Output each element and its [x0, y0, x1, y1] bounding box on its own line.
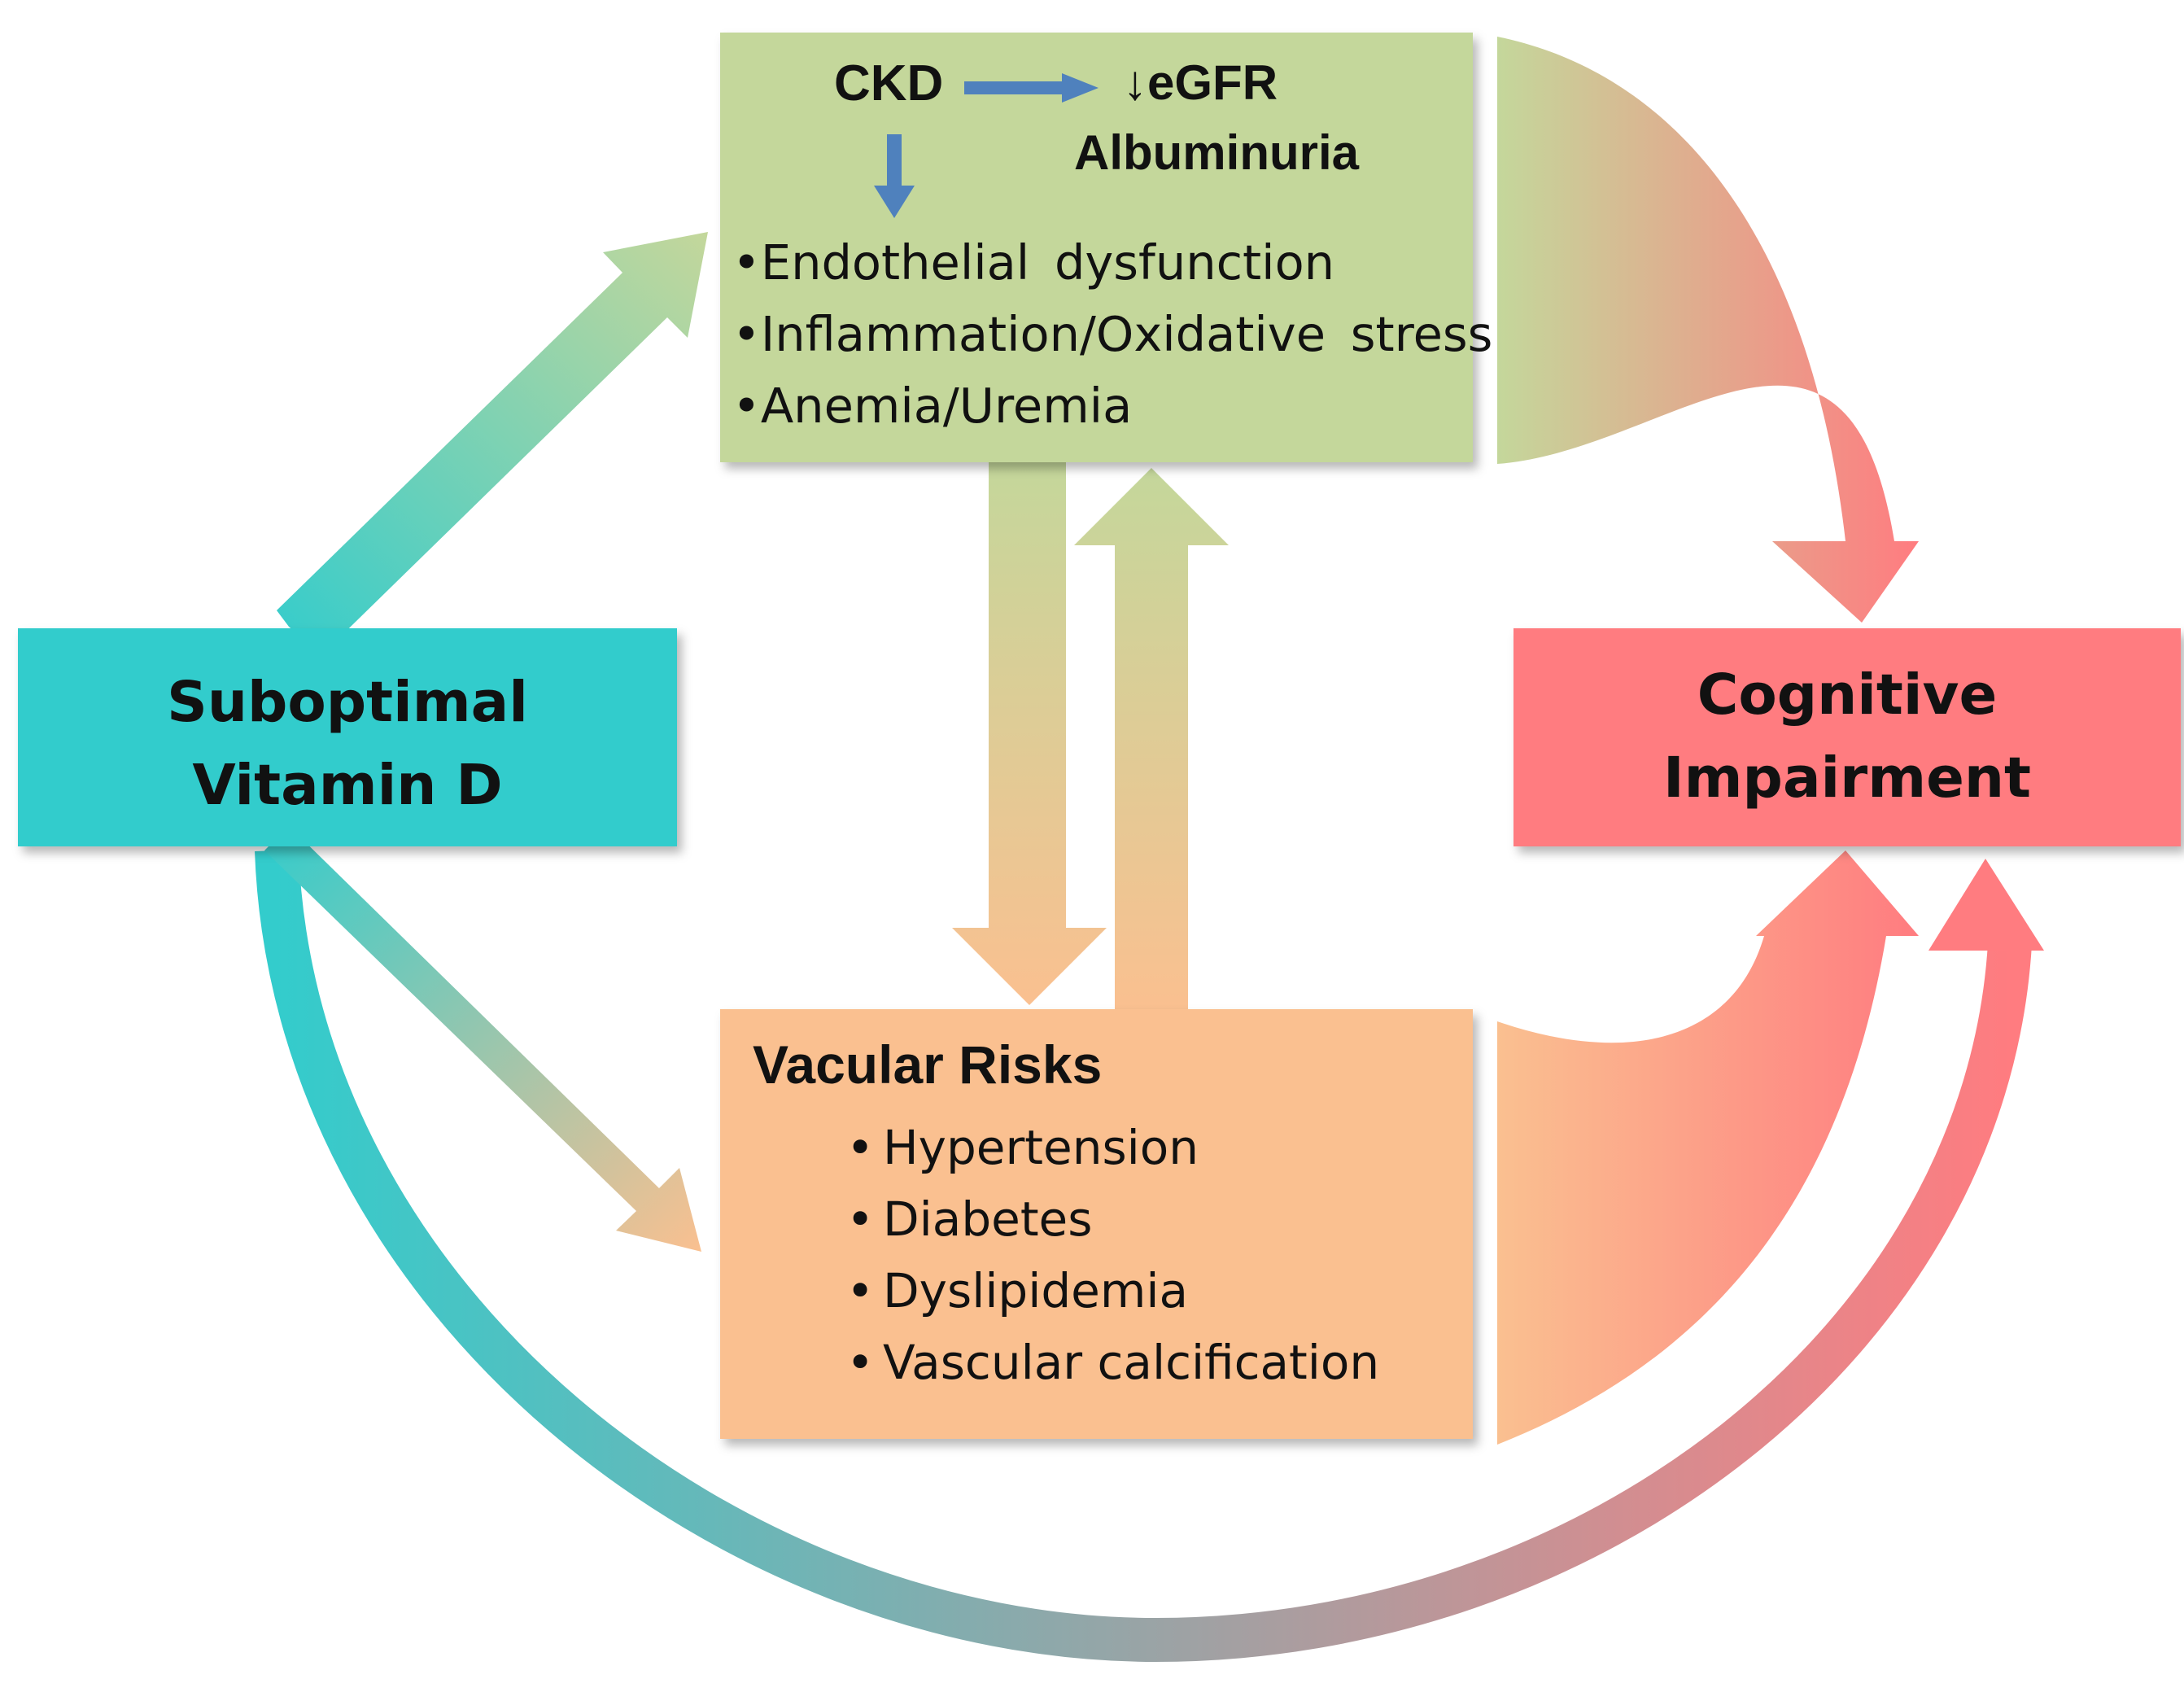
curved-arrow-vascular-to-cognitive: [1497, 850, 1919, 1445]
list-item: •Inflammation/Oxidative stress: [732, 306, 1493, 362]
list-item: •Anemia/Uremia: [732, 378, 1133, 434]
vascular-risks-box: [720, 1009, 1473, 1439]
arc-arrow-vitd-to-cognitive: [255, 850, 2032, 1663]
arc-arrow-head: [1928, 859, 2044, 951]
list-item: •Dyslipidemia: [846, 1263, 1189, 1318]
vitamin-d-line1: Suboptimal: [167, 670, 528, 735]
curved-arrow-ckd-to-cognitive: [1497, 37, 1919, 623]
cognitive-impairment-label: Cognitive Impairment: [1514, 654, 2181, 820]
vascular-risks-title: Vacular Risks: [753, 1034, 1103, 1095]
vitamin-d-label: Suboptimal Vitamin D: [18, 661, 677, 827]
ckd-box: [720, 33, 1473, 462]
vitamin-d-box: [18, 628, 677, 846]
list-item: •Vascular calcification: [846, 1335, 1380, 1390]
arrow-vitd-to-ckd: [277, 232, 708, 655]
arrow-ckd-to-vascular: [952, 460, 1107, 1005]
vascular-risks-list: •Hypertension •Diabetes •Dyslipidemia •V…: [846, 1119, 1379, 1406]
cognitive-line2: Impairment: [1662, 745, 2031, 811]
cognitive-impairment-box: [1514, 628, 2181, 846]
list-item: •Endothelial dysfunction: [732, 234, 1335, 291]
cognitive-line1: Cognitive: [1697, 662, 1998, 728]
vitamin-d-line2: Vitamin D: [192, 753, 503, 818]
arrow-vitd-to-vascular: [260, 826, 701, 1252]
ckd-down-arrow: [874, 134, 915, 218]
ckd-to-egfr-arrow: [964, 73, 1099, 103]
ckd-title: CKD: [834, 55, 944, 111]
list-item: •Diabetes: [846, 1191, 1093, 1247]
ckd-mechanisms-list: •Endothelial dysfunction •Inflammation/O…: [732, 234, 1492, 449]
albuminuria-marker: Albuminuria: [1074, 125, 1360, 180]
egfr-marker: ↓eGFR: [1123, 55, 1278, 110]
list-item: •Hypertension: [846, 1120, 1199, 1175]
arrow-vascular-to-ckd: [1074, 468, 1229, 1009]
